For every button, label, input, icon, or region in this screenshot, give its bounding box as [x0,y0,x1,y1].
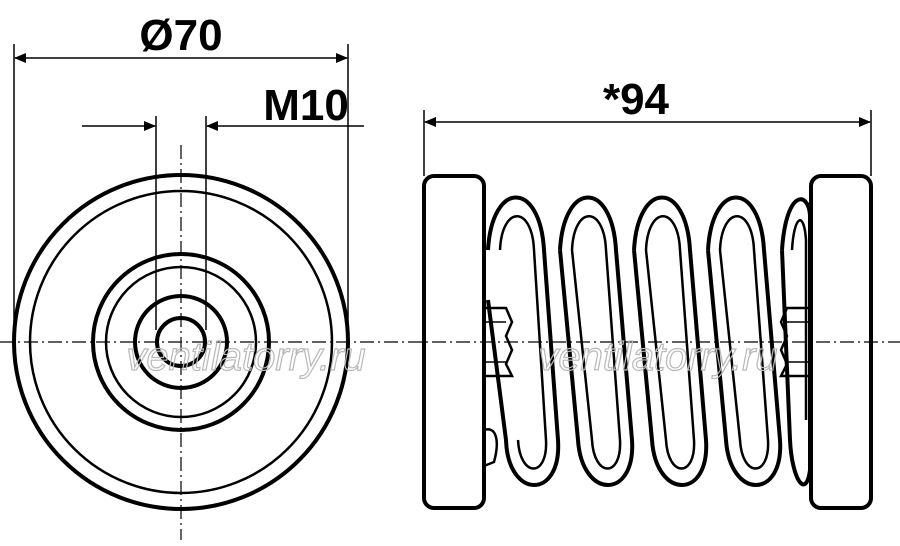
length-dimension: *94 [423,75,872,176]
side-view [422,174,873,510]
spring-coil-end-inner [790,219,808,420]
spring-coil-inner [498,215,548,470]
spring-coil [558,195,635,487]
spring-coil-inner [570,215,622,470]
diameter-dimension: Ø70 [13,11,349,342]
spring-coil [706,195,783,487]
watermark-left: ventilatorry.ru [126,335,365,379]
thread-dimension: M10 [82,81,364,330]
boss-inner-circle [104,265,258,419]
lower-stud [483,428,498,468]
watermark-right: ventilatorry.ru [538,335,777,379]
left-bolt-head [482,306,515,378]
right-bolt-head [778,306,813,378]
nut-circle [133,294,229,390]
spring-coil-inner [718,215,770,470]
thread-label: M10 [263,81,349,130]
spring-coil-inner [644,215,696,470]
length-label: *94 [603,75,670,124]
bore-circle [155,316,207,368]
diameter-label: Ø70 [139,11,222,60]
boss-outer-circle [91,252,271,432]
spring-coil [632,195,709,487]
outer-inner-circle [28,189,334,495]
spring-coil [486,195,561,487]
